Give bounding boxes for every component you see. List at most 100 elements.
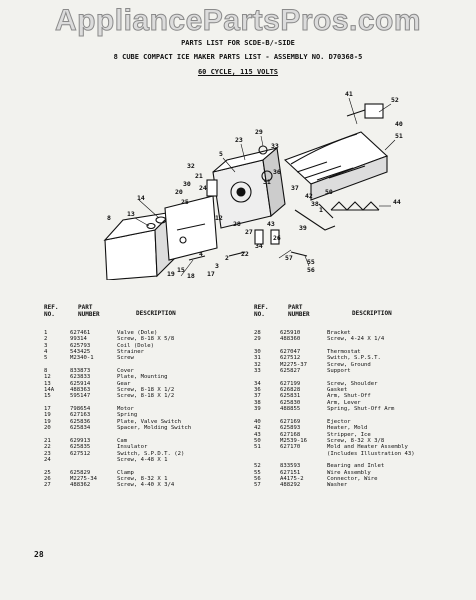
- part-number: 625827: [280, 368, 301, 375]
- description: Connector, Wire: [327, 475, 378, 482]
- description: Spacer, Molding Switch: [117, 425, 192, 432]
- part-number: 488360: [280, 336, 301, 343]
- description: Gear: [117, 380, 131, 387]
- ref-no: 8: [44, 368, 48, 375]
- callout-label: 31: [263, 178, 271, 186]
- callout-label: 18: [187, 272, 195, 280]
- description: Mold and Heater Assembly: [327, 444, 408, 451]
- part-number: 627169: [280, 418, 301, 425]
- callout-label: 33: [271, 142, 279, 150]
- description: Valve (Dole): [117, 330, 158, 336]
- page-number: 28: [34, 550, 44, 559]
- callout-label: 24: [199, 184, 207, 192]
- callout-label: 14: [137, 194, 145, 202]
- description-header: DESCRIPTION: [136, 310, 176, 317]
- part-number-header: PART NUMBER: [288, 304, 310, 318]
- description: Stripper, Ice: [327, 431, 371, 438]
- description: Bearing and Inlet: [327, 463, 385, 470]
- ref-no: 40: [254, 418, 261, 425]
- part-number: M2539-16: [280, 437, 307, 444]
- ref-no: 36: [254, 387, 261, 394]
- description: Screw, 4-40 X 3/4: [117, 482, 175, 489]
- ref-no: 37: [254, 393, 261, 400]
- ref-no: 56: [254, 475, 261, 482]
- description: Screw, 8-18 X 1/2: [117, 393, 175, 400]
- part-number: 595147: [70, 393, 91, 400]
- part-number: 488292: [280, 482, 301, 489]
- callout-label: 22: [241, 250, 249, 258]
- ref-no: 17: [44, 406, 51, 413]
- ref-no-header: REF. NO.: [44, 304, 59, 318]
- callout-label: 15: [177, 266, 185, 274]
- description: Washer: [327, 482, 348, 489]
- part-number: 623833: [70, 374, 91, 381]
- callout-label: 37: [291, 184, 299, 192]
- callout-label: 8: [107, 214, 111, 222]
- ref-no: 27: [44, 482, 51, 489]
- ref-no: 15: [44, 393, 51, 400]
- callout-label: 39: [299, 224, 307, 232]
- part-number: 625831: [280, 393, 301, 400]
- ref-no: 39: [254, 406, 261, 413]
- part-number: 627047: [280, 349, 301, 356]
- callout-label: 40: [395, 120, 403, 128]
- part-number: 625914: [70, 380, 91, 387]
- callout-label: 13: [127, 210, 135, 218]
- callout-label: 29: [255, 128, 263, 136]
- callout-label: 21: [195, 172, 203, 180]
- description: Cam: [117, 437, 128, 444]
- part-number: 627512: [280, 355, 301, 362]
- description: Clamp: [117, 469, 134, 476]
- part-number: 488363: [70, 387, 91, 394]
- callout-label: 51: [395, 132, 403, 140]
- ref-no: 42: [254, 425, 261, 432]
- callout-label: 17: [207, 270, 215, 278]
- description: Screw, 8-18 X 1/2: [117, 387, 175, 394]
- callout-label: 41: [345, 90, 353, 98]
- ref-no: 14A: [44, 387, 55, 394]
- ref-no: 51: [254, 444, 261, 451]
- ref-no: 31: [254, 355, 261, 362]
- description-header: DESCRIPTION: [352, 310, 392, 317]
- part-number: 627461: [70, 330, 91, 336]
- part-number: 627163: [70, 412, 91, 419]
- ref-no: 25: [44, 469, 51, 476]
- description: Strainer: [117, 349, 144, 356]
- ref-no: 57: [254, 482, 261, 489]
- callout-label: 42: [305, 192, 313, 200]
- parts-list-title: PARTS LIST FOR SCDE-B/-SIDE: [181, 39, 295, 47]
- voltage-subtitle: 60 CYCLE, 115 VOLTS: [197, 68, 279, 76]
- part-number: 629913: [70, 437, 91, 444]
- description: (Includes Illustration 43): [327, 450, 415, 457]
- callout-label: 52: [391, 96, 399, 104]
- ref-no: 19: [44, 412, 51, 419]
- callout-label: 23: [235, 136, 243, 144]
- exploded-parts-diagram: 5 23 29 33 41 52 40 51 44 32 21 30 24 20…: [103, 90, 403, 280]
- description: Switch, S.P.S.T.: [327, 355, 381, 362]
- ref-no: 20: [44, 425, 51, 432]
- description: Screw, Shoulder: [327, 380, 378, 387]
- callout-label: 1: [319, 206, 323, 214]
- part-number: 626828: [280, 387, 301, 394]
- part-number: 625829: [70, 469, 91, 476]
- part-number-header: PART NUMBER: [78, 304, 100, 318]
- callout-label: 20: [175, 188, 183, 196]
- description: Arm, Lever: [327, 399, 361, 406]
- ref-no: 34: [254, 380, 261, 387]
- part-number: 627151: [280, 469, 301, 476]
- description: Screw, 4-48 X 1: [117, 456, 168, 463]
- part-number: 99314: [70, 336, 87, 343]
- callout-label: 25: [181, 198, 189, 206]
- part-number: 627512: [70, 450, 91, 457]
- callout-label: 43: [267, 220, 275, 228]
- callout-label: 3: [215, 262, 219, 270]
- callout-label: 5: [219, 150, 223, 158]
- callout-label: 38: [311, 200, 319, 208]
- ref-no: 50: [254, 437, 261, 444]
- description: Screw, 8-32 X 3/8: [327, 437, 385, 444]
- part-number: 543425: [70, 349, 91, 356]
- part-number: 488362: [70, 482, 91, 489]
- description: Thermostat: [327, 349, 361, 356]
- callout-label: 32: [187, 162, 195, 170]
- description: Bracket: [327, 330, 351, 336]
